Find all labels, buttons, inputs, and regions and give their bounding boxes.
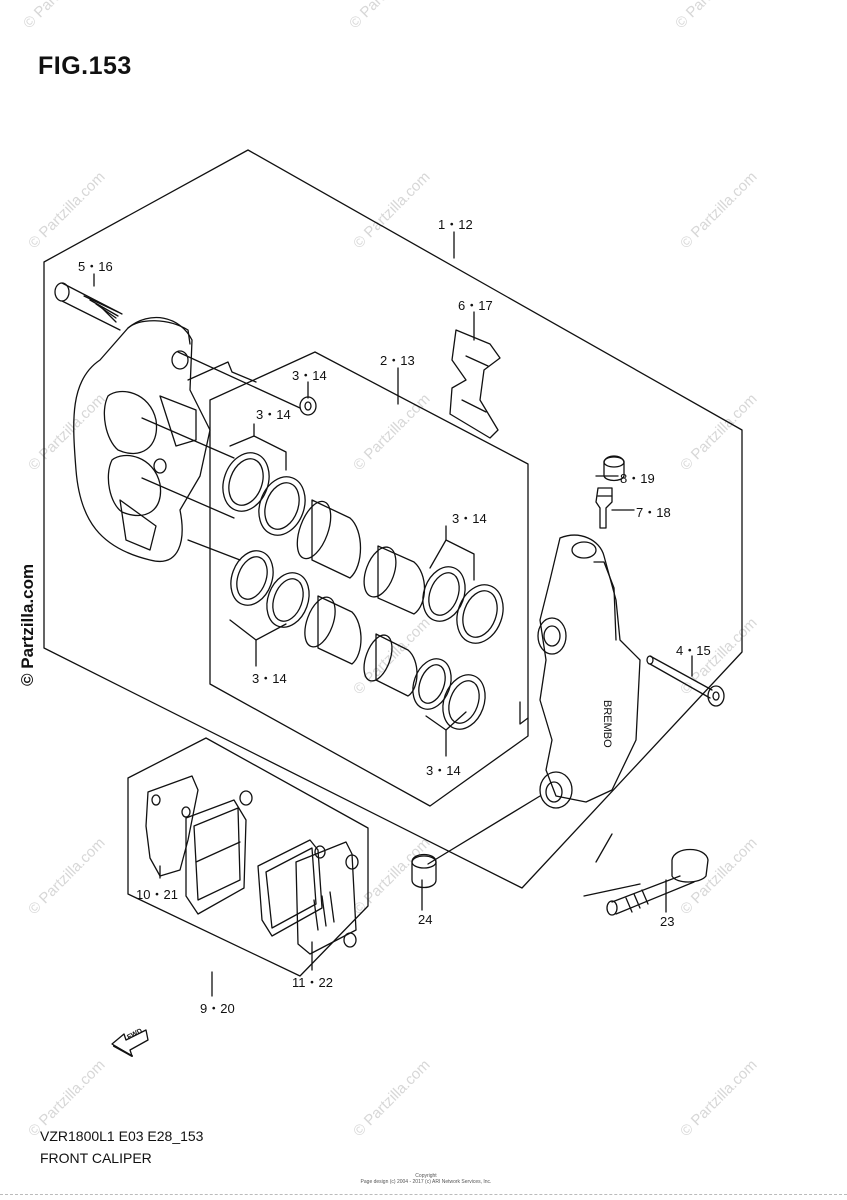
callout-label: 3・14 [426,763,461,778]
pad-pin [646,655,725,707]
callout-label: 23 [660,914,675,929]
callout-label: 6・17 [458,298,493,313]
fwd-arrow-icon [111,1029,149,1057]
piston [296,499,362,579]
bleeder-valve [595,487,613,529]
bushing [411,853,437,889]
piston [363,633,418,697]
seal-ring [412,658,452,710]
group-border-caliper-assembly [43,149,743,889]
callout-label: 3・14 [292,368,327,383]
callout-label: 5・16 [78,259,113,274]
page-edge-divider [0,1194,847,1195]
caliper-bolt [54,282,123,331]
callout-label: 2・13 [380,353,415,368]
seal-ring [222,452,270,512]
svg-text:BREMBO: BREMBO [601,700,613,748]
copyright-notice: Copyright Page design (c) 2004 - 2017 (c… [360,1173,492,1185]
callout-label: 9・20 [200,1001,235,1016]
small-seal [299,396,317,416]
diagram-name: FRONT CALIPER [40,1150,152,1166]
seal-ring [456,584,504,644]
callout-label: 24 [418,912,433,927]
seal-ring [266,572,310,628]
model-code: VZR1800L1 E03 E28_153 [40,1128,204,1144]
figure-title: FIG.153 [38,52,132,80]
brake-pad-outer [257,839,359,955]
piston [363,545,426,615]
group-border-seal-kit [209,351,529,807]
bleeder-cap [603,455,625,482]
callout-label: 3・14 [452,511,487,526]
callout-label: 7・18 [636,505,671,520]
seal-ring [230,550,274,606]
callout-label: 11・22 [292,975,333,990]
callout-label: 3・14 [252,671,287,686]
seal-ring [442,674,486,730]
seal-ring [422,566,466,622]
callout-label: 8・19 [620,471,655,486]
caliper-housing-left [73,316,211,563]
pad-spring [449,329,501,439]
piston [304,595,362,665]
callout-label: 3・14 [256,407,291,422]
caliper-housing-right: BREMBO [537,534,641,809]
brake-pad-inner [145,775,253,915]
mounting-bolt [606,848,709,916]
callout-label: 1・12 [438,217,473,232]
callout-label: 4・15 [676,643,711,658]
seal-ring [258,476,306,536]
callout-label: 10・21 [136,887,178,902]
group-border-pad-set [127,737,369,977]
